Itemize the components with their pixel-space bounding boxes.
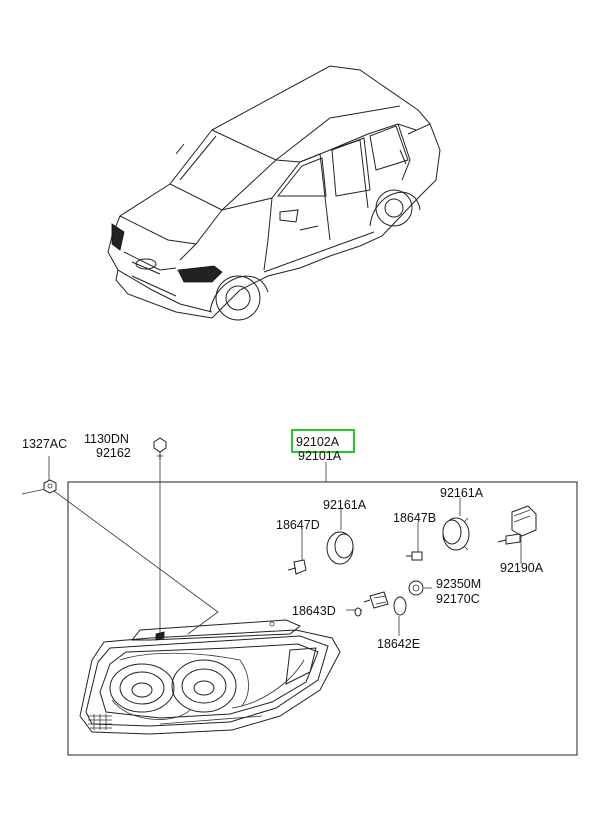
dust-cap-icon[interactable] <box>442 517 470 551</box>
part-label-92162[interactable]: 92162 <box>96 446 131 460</box>
headlamp-assembly[interactable] <box>79 619 341 735</box>
part-label-92102A[interactable]: 92102A <box>296 435 340 449</box>
screw-icon[interactable] <box>153 437 167 460</box>
part-label-92190A[interactable]: 92190A <box>500 561 544 575</box>
part-label-18643D[interactable]: 18643D <box>292 604 336 618</box>
bulb-icon[interactable] <box>354 607 362 617</box>
part-label-92350M[interactable]: 92350M <box>436 577 481 591</box>
dust-cap-icon[interactable] <box>326 531 354 565</box>
part-labels: 1327AC 1130DN 92162 92102A 92101A 92161A… <box>22 432 544 651</box>
part-label-18642E[interactable]: 18642E <box>377 637 420 651</box>
part-label-92101A[interactable]: 92101A <box>298 449 342 463</box>
bulb-icon[interactable] <box>393 596 407 616</box>
part-label-92170C[interactable]: 92170C <box>436 592 480 606</box>
selected-part-highlight <box>291 429 355 453</box>
screw-icon[interactable] <box>406 551 423 561</box>
leader-lines <box>21 456 522 636</box>
vehicle-illustration <box>107 65 441 321</box>
part-label-1130DN[interactable]: 1130DN <box>84 432 129 446</box>
bulb-socket-icon[interactable] <box>363 591 389 609</box>
part-label-18647B[interactable]: 18647B <box>393 511 436 525</box>
part-label-92161A-right[interactable]: 92161A <box>440 486 484 500</box>
screw-icon[interactable] <box>287 559 307 575</box>
bulb-socket-icon[interactable] <box>408 580 424 596</box>
assembly-frame <box>67 481 578 756</box>
part-label-92161A-left[interactable]: 92161A <box>323 498 367 512</box>
part-label-18647D[interactable]: 18647D <box>276 518 320 532</box>
hid-igniter-icon[interactable] <box>497 505 537 545</box>
part-label-1327AC[interactable]: 1327AC <box>22 437 67 451</box>
nut-icon[interactable] <box>43 479 57 494</box>
